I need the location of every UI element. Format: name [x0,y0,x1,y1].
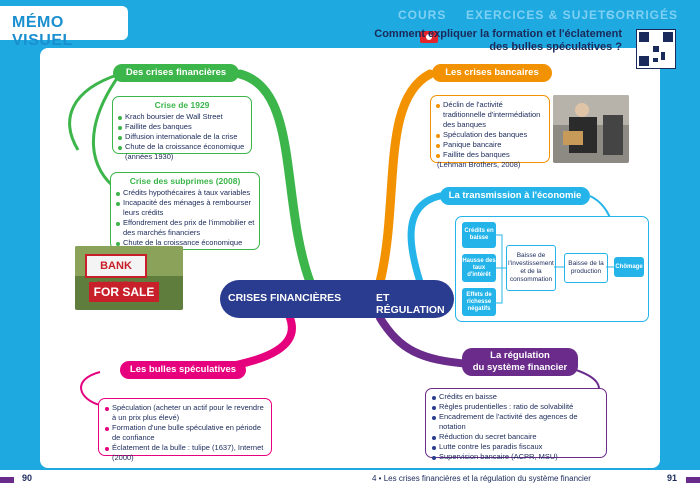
list-item: Lutte contre les paradis fiscaux [431,442,601,452]
list-item: Règles prudentielles : ratio de solvabil… [431,402,601,412]
crise-1929-title: Crise de 1929 [154,100,210,110]
photo-bank-owned: BANK OWNED FOR SALE [75,246,183,310]
list-item: Formation d'une bulle spéculative en pér… [104,423,266,443]
regulation-title-2: du système financier [472,362,568,373]
central-topic-left: CRISES FINANCIÈRES [228,292,342,304]
memo-label: MÉMO VISUEL [12,14,73,49]
list-item: Supervision bancaire (ACPR, MSU) [431,452,601,462]
header-transmission: La transmission à l'économie réelle [440,187,590,219]
qr-code-icon[interactable] [636,29,676,69]
page-number-left: 90 [22,473,33,483]
list-item: Effondrement des prix de l'immobilier et… [115,218,255,238]
list-item: Diffusion internationale de la crise [117,132,247,142]
flow-chomage: Chômage [614,257,644,277]
tab-corriges[interactable]: CORRIGÉS [606,8,679,22]
list-item: Spéculation (acheter un actif pour le re… [104,403,266,423]
footer [0,470,700,497]
central-topic: CRISES FINANCIÈRES ET RÉGULATION [220,280,454,318]
list-item: Panique bancaire [435,140,545,150]
page-number-right: 91 [667,473,678,483]
flow-baisse-investissement: Baisse de l'investissement et de la cons… [506,245,556,291]
footer-chapter: 4 • Les crises financières et la régulat… [372,474,591,483]
list-item: Encadrement de l'activité des agences de… [431,412,601,432]
tab-cours[interactable]: COURS [398,8,447,22]
header-crises-bancaires: Les crises bancaires [432,64,552,82]
box-subprimes: Crise des subprimes (2008) Crédits hypot… [110,172,260,250]
list-item: Incapacité des ménages à rembourser leur… [115,198,255,218]
box-crise-1929: Crise de 1929 Krach boursier de Wall Str… [112,96,252,161]
question-line-1: Comment expliquer la formation et l'écla… [374,28,622,40]
photo-lehman-employee [553,95,629,163]
video-icon[interactable] [420,31,438,43]
flow-effets-richesse: Effets de richesse négatifs [462,288,496,316]
list-item: Crédits en baisse [431,392,601,402]
question-line-2: des bulles spéculatives ? [489,41,622,53]
header-crises-financieres: Des crises financières [113,64,239,82]
memo-badge: MÉMO VISUEL [0,6,128,49]
regulation-title-1: La régulation [490,350,550,361]
list-item: Faillite des banques [435,150,545,160]
list-item: Spéculation des banques [435,130,545,140]
box-transmission: Crédits en baisse Hausse des taux d'inté… [455,216,649,322]
footer-strip-left [0,477,14,483]
tab-exercices[interactable]: EXERCICES & SUJETS [466,8,616,22]
list-item: Faillite des banques [117,122,247,132]
list-item: Chute de la croissance économique [115,238,255,248]
sign-bank-owned: BANK OWNED [85,254,147,292]
box-bulles: Spéculation (acheter un actif pour le re… [98,398,272,462]
flow-arrows [496,234,614,304]
central-topic-right: ET RÉGULATION [376,292,445,316]
video-question[interactable]: Comment expliquer la formation et l'écla… [374,28,622,54]
flow-credits-baisse: Crédits en baisse [462,222,496,248]
list-item: Éclatement de la bulle : tulipe (1637), … [104,443,266,463]
header-regulation: La régulation du système financier [462,348,578,376]
list-item: Krach boursier de Wall Street [117,112,247,122]
box-regulation: Crédits en baisse Règles prudentielles :… [425,388,607,461]
subprimes-title: Crise des subprimes (2008) [129,176,241,186]
list-item: Réduction du secret bancaire [431,432,601,442]
list-item: Crédits hypothécaires à taux variables [115,188,255,198]
lehman-note: (Lehman Brothers, 2008) [437,160,521,169]
box-crises-bancaires: Déclin de l'activité traditionnelle d'in… [430,95,550,169]
footer-strip-right [686,477,700,483]
flow-baisse-production: Baisse de la production [564,253,608,283]
sign-for-sale: FOR SALE [89,282,159,302]
flow-hausse-taux: Hausse des taux d'intérêt [462,254,496,282]
list-item: Chute de la croissance économique (année… [117,142,247,162]
header-bulles: Les bulles spéculatives [120,361,246,379]
list-item: Déclin de l'activité traditionnelle d'in… [435,100,545,130]
